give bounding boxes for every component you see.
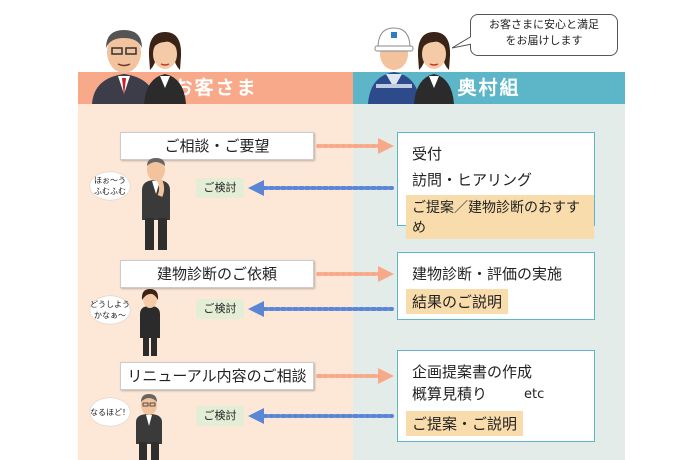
businesswoman-icon — [414, 32, 454, 104]
request-arrow — [316, 368, 394, 384]
company-response-3: 企画提案書の作成 概算見積り etc ご提案・ご説明 — [397, 350, 595, 442]
feedback-arrow — [248, 408, 394, 424]
thought-bubble: なるほど！ — [90, 398, 130, 426]
feedback-label: ご検討 — [196, 299, 244, 319]
request-arrow — [316, 138, 394, 154]
feedback-arrow — [248, 301, 394, 317]
thinking-businesswoman-icon — [140, 289, 160, 356]
company-response-2: 建物診断・評価の実施 結果のご説明 — [397, 252, 595, 320]
speech-tail — [452, 36, 474, 49]
thinking-businessman-icon — [142, 158, 170, 250]
thought-bubble: ほぉ〜う ふむふむ — [90, 172, 130, 200]
thought-bubble: どうしよう かなぁ〜 — [90, 296, 130, 324]
response-etc: etc — [524, 387, 545, 402]
response-line: 訪問・ヒアリング — [412, 171, 533, 189]
feedback-label: ご検討 — [196, 178, 244, 198]
customer-request-renewal: リニューアル内容のご相談 — [120, 362, 314, 390]
construction-worker-helmet-icon — [368, 27, 420, 104]
feedback-arrow — [248, 180, 394, 196]
feedback-label: ご検討 — [196, 406, 244, 426]
response-line: 建物診断・評価の実施 — [412, 265, 563, 283]
response-line: 概算見積り — [412, 385, 488, 403]
nodding-businessman-icon — [136, 394, 162, 460]
speech-bubble: お客さまに安心と満足をお届けします — [470, 14, 618, 56]
customer-request-consultation: ご相談・ご要望 — [120, 132, 314, 160]
response-highlight: ご提案／建物診断のおすすめ — [406, 195, 594, 239]
request-arrow — [316, 266, 394, 282]
businessman-glasses-icon — [92, 30, 156, 104]
response-line: 企画提案書の作成 — [412, 363, 533, 381]
speech-text: お客さまに安心と満足をお届けします — [489, 18, 599, 47]
response-line: 受付 — [412, 145, 443, 163]
response-highlight: ご提案・ご説明 — [406, 411, 524, 436]
customer-request-inspection: 建物診断のご依頼 — [120, 260, 314, 288]
response-highlight: 結果のご説明 — [406, 289, 509, 314]
businesswoman-icon — [144, 32, 186, 104]
company-response-1: 受付 訪問・ヒアリング ご提案／建物診断のおすすめ — [397, 132, 595, 239]
